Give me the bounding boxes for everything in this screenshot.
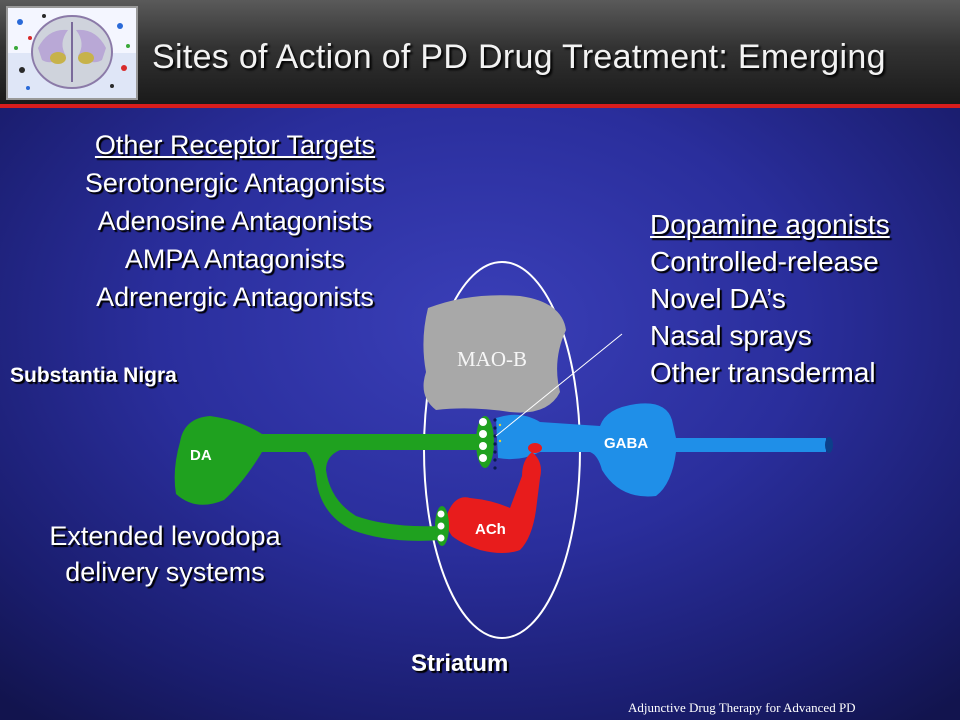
slide-header — [0, 0, 960, 104]
footer-text: Adjunctive Drug Therapy for Advanced PD — [628, 700, 856, 715]
agonist-item-controlled-release: Controlled-release — [650, 246, 879, 277]
pointer-line — [495, 333, 623, 437]
receptor-item-adenosine: Adenosine Antagonists — [97, 206, 373, 236]
header-divider — [0, 104, 960, 108]
vesicle — [437, 510, 445, 518]
extended-levodopa-line2: delivery systems — [65, 557, 265, 587]
gaba-receptors — [493, 418, 502, 470]
extended-levodopa-block: Extended levodopa delivery systems — [10, 518, 320, 590]
da-neuron — [174, 416, 480, 541]
dopamine-agonists-block: Dopamine agonists Controlled-release Nov… — [650, 206, 890, 391]
da-vesicles-main — [476, 416, 494, 468]
substantia-nigra-label: Substantia Nigra — [10, 364, 177, 387]
vesicle — [437, 522, 445, 530]
striatum-label: Striatum — [411, 650, 509, 677]
brain-logo — [6, 6, 138, 100]
vesicle — [479, 442, 487, 450]
agonist-item-nasal-sprays: Nasal sprays — [650, 320, 812, 351]
vesicle — [479, 418, 487, 426]
other-receptor-targets-block: Other Receptor Targets Serotonergic Anta… — [40, 126, 430, 316]
other-receptor-targets-heading: Other Receptor Targets — [94, 130, 376, 160]
vesicle — [437, 534, 445, 542]
brain-image-icon — [8, 8, 136, 98]
agonist-item-other-transdermal: Other transdermal — [650, 357, 876, 388]
slide-title: Sites of Action of PD Drug Treatment: Em… — [152, 38, 886, 76]
ach-neuron — [446, 443, 542, 553]
agonist-item-novel-das: Novel DA’s — [650, 283, 786, 314]
da-vesicles-ach — [435, 506, 449, 546]
gaba-label: GABA — [604, 435, 648, 452]
da-label: DA — [190, 447, 212, 464]
mao-b-shape — [423, 295, 566, 413]
vesicle — [479, 430, 487, 438]
receptor-item-ampa: AMPA Antagonists — [124, 244, 346, 274]
dopamine-agonists-heading: Dopamine agonists — [650, 209, 890, 240]
ach-label: ACh — [475, 521, 506, 538]
receptor-item-adrenergic: Adrenergic Antagonists — [96, 282, 374, 312]
vesicle — [479, 454, 487, 462]
extended-levodopa-line1: Extended levodopa — [49, 521, 281, 551]
gaba-neuron — [496, 403, 833, 497]
receptor-item-serotonergic: Serotonergic Antagonists — [84, 168, 386, 198]
mao-b-label: MAO-B — [457, 347, 527, 371]
